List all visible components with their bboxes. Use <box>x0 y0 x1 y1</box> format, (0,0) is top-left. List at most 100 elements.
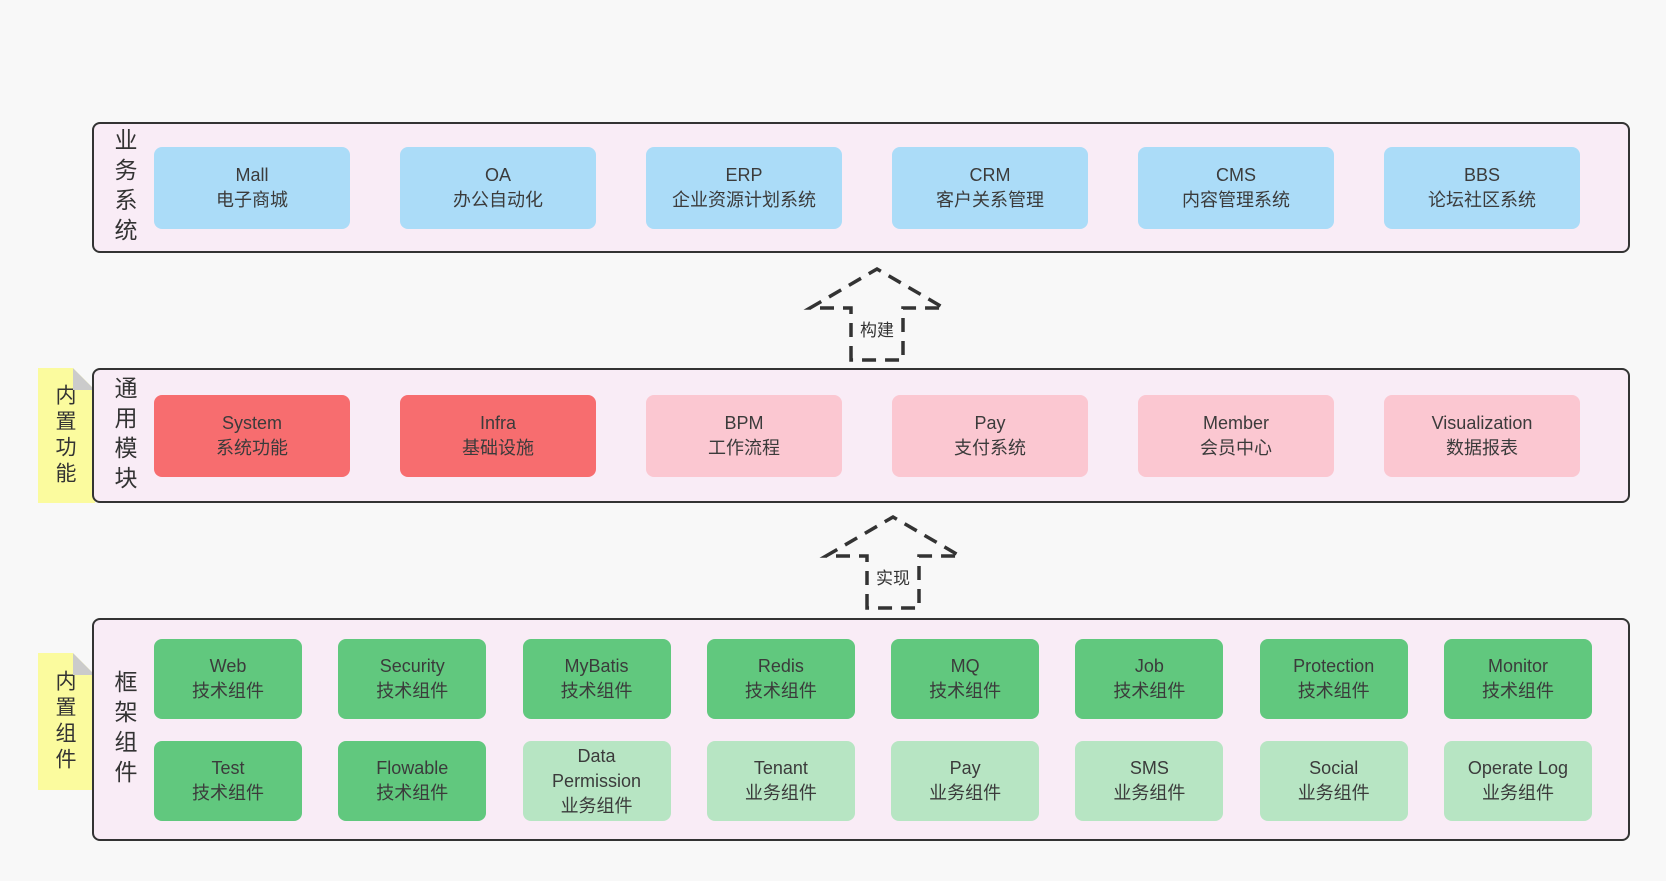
box-sms: SMS 业务组件 <box>1075 741 1224 821</box>
common-modules-label: 通用模块 <box>111 375 137 496</box>
common-modules-panel: 通用模块 System 系统功能 Infra 基础设施 BPM 工作流程 Pay… <box>92 368 1630 503</box>
box-crm: CRM 客户关系管理 <box>892 146 1088 229</box>
box-flowable: Flowable 技术组件 <box>338 741 487 821</box>
box-subtitle: 业务组件 <box>744 783 817 803</box>
build-arrow: 构建 <box>802 266 952 362</box>
box-title: Monitor <box>1487 656 1548 676</box>
sticky-note-built-in-features: 内置功能 <box>38 368 95 503</box>
box-test: Test 技术组件 <box>154 741 302 821</box>
box-title: Member <box>1202 412 1269 433</box>
box-redis: Redis 技术组件 <box>706 639 855 719</box>
implement-arrow: 实现 <box>818 514 968 610</box>
box-subtitle: 技术组件 <box>1113 681 1186 701</box>
box-mybatis: MyBatis 技术组件 <box>522 639 671 719</box>
sticky-note-text: 内置组件 <box>53 669 76 774</box>
box-subtitle: 技术组件 <box>376 783 449 803</box>
sticky-note-built-in-components: 内置组件 <box>38 653 95 790</box>
box-title: Job <box>1134 656 1164 676</box>
framework-components-label: 框架组件 <box>111 669 137 790</box>
box-oa: OA 办公自动化 <box>400 146 596 229</box>
box-social: Social 业务组件 <box>1259 741 1408 821</box>
box-erp: ERP 企业资源计划系统 <box>646 146 842 229</box>
box-subtitle: 数据报表 <box>1446 437 1518 458</box>
box-infra: Infra 基础设施 <box>400 394 596 477</box>
business-systems-panel: 业务系统 Mall 电子商城 OA 办公自动化 ERP 企业资源计划系统 CRM… <box>92 122 1630 253</box>
box-data-permission: Data Permission 业务组件 <box>522 741 671 821</box>
box-mq: MQ 技术组件 <box>891 639 1040 719</box>
sticky-note-text: 内置功能 <box>53 383 76 488</box>
box-subtitle: 企业资源计划系统 <box>672 189 816 210</box>
box-title: Protection <box>1293 656 1375 676</box>
box-subtitle: 技术组件 <box>744 681 817 701</box>
common-modules-row: System 系统功能 Infra 基础设施 BPM 工作流程 Pay 支付系统… <box>154 370 1580 501</box>
box-mall: Mall 电子商城 <box>154 146 350 229</box>
box-subtitle: 业务组件 <box>560 795 633 816</box>
box-subtitle: 业务组件 <box>1113 783 1186 803</box>
box-subtitle: 工作流程 <box>708 437 780 458</box>
box-title: Social <box>1309 758 1359 778</box>
box-subtitle: 会员中心 <box>1200 437 1272 458</box>
box-title: MQ <box>950 656 980 676</box>
box-operate-log: Operate Log 业务组件 <box>1443 741 1592 821</box>
box-subtitle: 办公自动化 <box>453 189 543 210</box>
box-subtitle: 电子商城 <box>216 189 288 210</box>
box-protection: Protection 技术组件 <box>1259 639 1408 719</box>
box-subtitle: 客户关系管理 <box>936 189 1044 210</box>
box-title: MyBatis <box>564 656 629 676</box>
box-system: System 系统功能 <box>154 394 350 477</box>
framework-components-panel: 框架组件 Web 技术组件 Security 技术组件 MyBatis 技术组件… <box>92 618 1630 841</box>
box-title: Infra <box>479 412 517 433</box>
box-subtitle: 技术组件 <box>376 681 449 701</box>
box-bpm: BPM 工作流程 <box>646 394 842 477</box>
box-subtitle: 内容管理系统 <box>1182 189 1290 210</box>
box-title: OA <box>484 164 511 185</box>
box-pay-component: Pay 业务组件 <box>891 741 1040 821</box>
framework-components-grid: Web 技术组件 Security 技术组件 MyBatis 技术组件 Redi… <box>154 639 1592 821</box>
components-row-2: Test 技术组件 Flowable 技术组件 Data Permission … <box>154 741 1592 821</box>
box-title: Pay <box>974 412 1006 433</box>
box-subtitle: 技术组件 <box>560 681 633 701</box>
box-subtitle: 技术组件 <box>1297 681 1370 701</box>
box-subtitle: 业务组件 <box>929 783 1002 803</box>
build-arrow-label: 构建 <box>857 316 897 341</box>
business-systems-label: 业务系统 <box>111 127 137 248</box>
box-title: BPM <box>724 412 764 433</box>
box-subtitle: 支付系统 <box>954 437 1026 458</box>
box-pay-module: Pay 支付系统 <box>892 394 1088 477</box>
box-member: Member 会员中心 <box>1138 394 1334 477</box>
up-arrow-icon <box>803 266 951 362</box>
box-title: Mall <box>235 164 269 185</box>
box-monitor: Monitor 技术组件 <box>1443 639 1592 719</box>
box-title: Pay <box>949 758 981 778</box>
box-subtitle: 基础设施 <box>462 437 534 458</box>
box-title: BBS <box>1463 164 1501 185</box>
box-title: Flowable <box>376 758 449 778</box>
business-systems-row: Mall 电子商城 OA 办公自动化 ERP 企业资源计划系统 CRM 客户关系… <box>154 124 1580 251</box>
box-web: Web 技术组件 <box>154 639 302 719</box>
box-bbs: BBS 论坛社区系统 <box>1384 146 1580 229</box>
box-subtitle: 技术组件 <box>192 681 264 701</box>
box-title: ERP <box>725 164 763 185</box>
box-cms: CMS 内容管理系统 <box>1138 146 1334 229</box>
box-title: SMS <box>1129 758 1169 778</box>
components-row-1: Web 技术组件 Security 技术组件 MyBatis 技术组件 Redi… <box>154 639 1592 719</box>
box-subtitle: 系统功能 <box>216 437 288 458</box>
box-security: Security 技术组件 <box>338 639 487 719</box>
box-job: Job 技术组件 <box>1075 639 1224 719</box>
box-title: Redis <box>757 656 804 676</box>
box-title: System <box>221 412 282 433</box>
box-title: Test <box>211 758 245 778</box>
box-subtitle: 业务组件 <box>1297 783 1370 803</box>
box-title: CRM <box>969 164 1011 185</box>
box-subtitle: 论坛社区系统 <box>1428 189 1536 210</box>
up-arrow-icon <box>819 514 967 610</box>
box-title: Operate Log <box>1467 758 1568 778</box>
box-subtitle: 业务组件 <box>1481 783 1554 803</box>
box-title: Web <box>209 656 247 676</box>
box-title: CMS <box>1216 164 1256 185</box>
box-title: Tenant <box>753 758 808 778</box>
box-subtitle: 技术组件 <box>192 783 264 803</box>
box-tenant: Tenant 业务组件 <box>706 741 855 821</box>
implement-arrow-label: 实现 <box>873 564 913 589</box>
